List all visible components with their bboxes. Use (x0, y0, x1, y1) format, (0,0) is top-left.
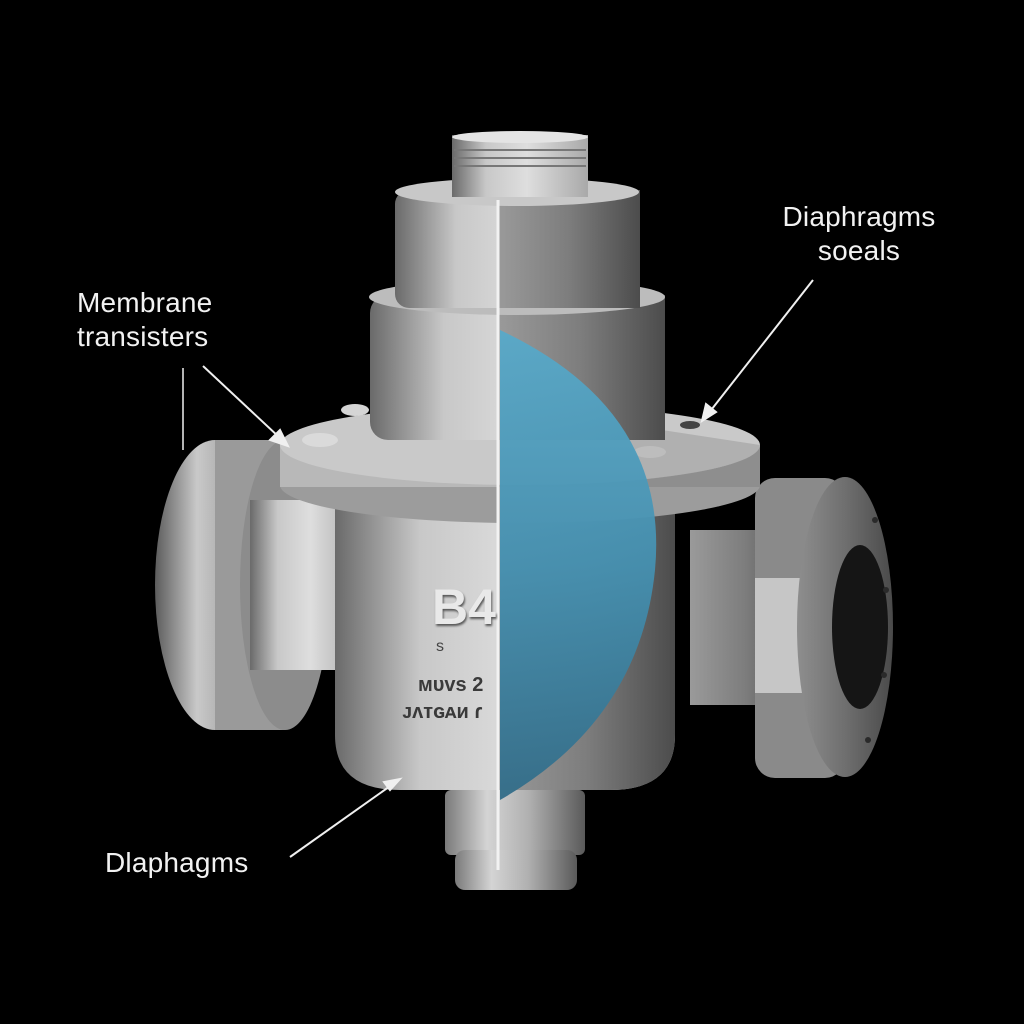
body-marking-line-2: ᴍᴜᴠs 2 (418, 674, 484, 696)
label-membrane-transisters: Membrane transisters (77, 286, 212, 354)
label-diaphragms: Dlaphagms (105, 846, 248, 880)
label-line: Diaphragms (782, 201, 936, 232)
body-marking-line-3: ᴊᴧᴛɢᴀᴎ ɾ (402, 701, 483, 723)
top-threaded-fitting (452, 131, 588, 197)
body-marking-large: B4 (432, 579, 496, 635)
body-marking-line-1: s (436, 638, 444, 655)
cutaway-section (500, 330, 657, 800)
leader-arrows (182, 279, 814, 858)
right-flange (690, 477, 893, 778)
bottom-fitting (445, 790, 585, 890)
label-line: Membrane (77, 287, 213, 318)
label-line: soeals (817, 235, 901, 266)
label-line: Dlaphagms (105, 847, 249, 878)
label-line: transisters (77, 321, 209, 352)
label-diaphragms-seals: Diaphragms soeals (766, 200, 952, 268)
